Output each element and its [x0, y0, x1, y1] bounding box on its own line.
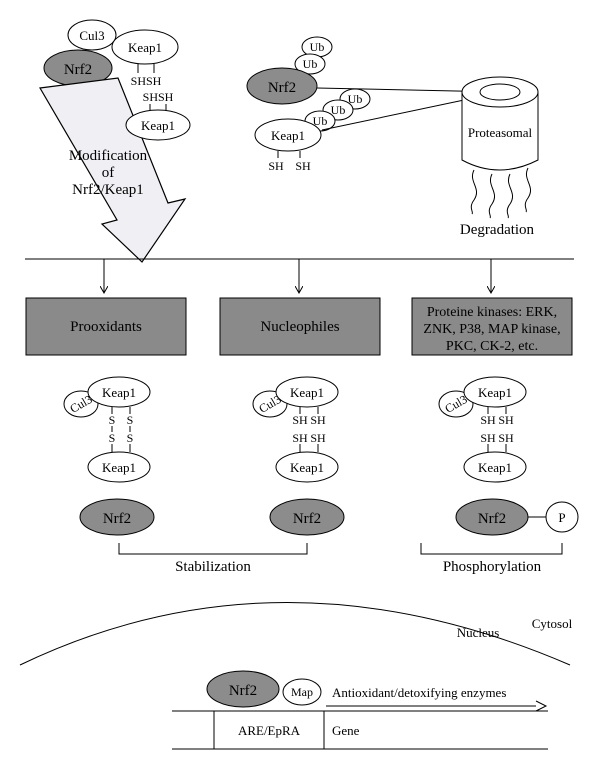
keap1-ellipse: [111, 29, 179, 65]
prooxidants-label: Prooxidants: [70, 319, 142, 335]
maf-ellipse: [282, 678, 322, 706]
modification-arrow: [39, 77, 187, 263]
sh-label: SH: [498, 413, 514, 427]
nrf2-label: Nrf2: [293, 511, 321, 527]
nucleus-label: Nucleus: [457, 625, 500, 640]
keap1-free-label: Keap1: [271, 128, 305, 143]
kinases-label-2: ZNK, P38, MAP kinase,: [423, 322, 560, 337]
top-complex: Cul3 Keap1 Nrf2 SHSH: [43, 19, 179, 88]
stabilization-label: Stabilization: [175, 559, 251, 575]
keap1-free-ellipse: [254, 118, 322, 152]
arrow-text-line2: of: [102, 165, 115, 181]
nrf2-label: Nrf2: [64, 62, 92, 78]
gene-region: Nrf2 Map Antioxidant/detoxifying enzymes…: [172, 670, 548, 750]
phosphorylation-label: Phosphorylation: [443, 559, 542, 575]
nrf2-label: Nrf2: [478, 511, 506, 527]
ub-label: Ub: [313, 114, 328, 128]
arrow-text-line3: Nrf2/Keap1: [72, 182, 144, 198]
complex-phosphorylation: Cul3 Keap1 SH SH SH SH Keap1 Nrf2 P: [438, 376, 579, 536]
sh-label: SH: [480, 413, 496, 427]
sh-label: SH: [498, 431, 514, 445]
s-label: S: [109, 431, 116, 445]
ub-label: Ub: [303, 57, 318, 71]
keap1-label: Keap1: [290, 385, 324, 400]
nucleophiles-box: [219, 297, 381, 356]
sh-label: SH: [292, 431, 308, 445]
prooxidants-box: [25, 297, 187, 356]
phosphate-label: P: [558, 510, 565, 525]
keap1-label: Keap1: [478, 460, 512, 475]
s-label: S: [109, 413, 116, 427]
sh-label: SH: [310, 431, 326, 445]
ubiquitination-group: Ub Ub Nrf2 Ub Ub Ub Keap1 SH SH: [246, 36, 503, 173]
proteasomal-label: Proteasomal: [468, 125, 533, 140]
sh-label: SH: [480, 431, 496, 445]
kinases-label-1: Proteine kinases: ERK,: [427, 305, 557, 320]
nrf2-label: Nrf2: [103, 511, 131, 527]
sh-label: SH: [310, 413, 326, 427]
ub-label: Ub: [348, 92, 363, 106]
keap1-label: Keap1: [102, 460, 136, 475]
maf-label: Map: [291, 685, 313, 699]
sh-pair-top: SHSH: [131, 74, 162, 88]
cytosol-label: Cytosol: [532, 616, 573, 631]
nuclear-membrane: [19, 602, 571, 666]
sh-left: SH: [268, 159, 284, 173]
keap1-label: Keap1: [290, 460, 324, 475]
complex-prooxidants: Cul3 Keap1 S S S S Keap1 Nrf2: [63, 376, 155, 536]
s-label: S: [127, 413, 134, 427]
are-label: ARE/EpRA: [238, 723, 301, 738]
top-complex-b: SHSH Keap1: [125, 90, 191, 141]
ub-label: Ub: [310, 40, 325, 54]
sh-pair-b: SHSH: [143, 90, 174, 104]
keap1-label: Keap1: [478, 385, 512, 400]
nrf2-nuclear-label: Nrf2: [229, 683, 257, 699]
phosphate-circle: [545, 501, 579, 533]
s-label: S: [127, 431, 134, 445]
keap1-label: Keap1: [128, 40, 162, 55]
complex-nucleophiles: Cul3 Keap1 SH SH SH SH Keap1 Nrf2: [252, 376, 345, 536]
degradation-label: Degradation: [460, 222, 535, 238]
nucleophiles-label: Nucleophiles: [260, 319, 339, 335]
keap1-b-ellipse: [125, 109, 191, 141]
nrf2-free-ellipse: [246, 67, 318, 105]
kinases-box: [411, 297, 573, 356]
enzymes-label: Antioxidant/detoxifying enzymes: [332, 685, 506, 700]
nrf2-nuclear-ellipse: [206, 670, 280, 708]
keap1-label: Keap1: [102, 385, 136, 400]
stabilization-bracket: Stabilization: [118, 543, 308, 575]
cul3-label: Cul3: [79, 28, 104, 43]
sh-label: SH: [292, 413, 308, 427]
arrow-text-line1: Modification: [69, 148, 148, 164]
phosphorylation-bracket: Phosphorylation: [420, 543, 563, 575]
kinases-label-3: PKC, CK-2, etc.: [446, 339, 538, 354]
nrf2-free-label: Nrf2: [268, 80, 296, 96]
ub-label: Ub: [331, 103, 346, 117]
keap1-b-label: Keap1: [141, 118, 175, 133]
proteasome: Proteasomal Degradation: [460, 76, 539, 238]
gene-label: Gene: [332, 723, 360, 738]
sh-right: SH: [295, 159, 311, 173]
cul3-ellipse: [67, 19, 117, 51]
